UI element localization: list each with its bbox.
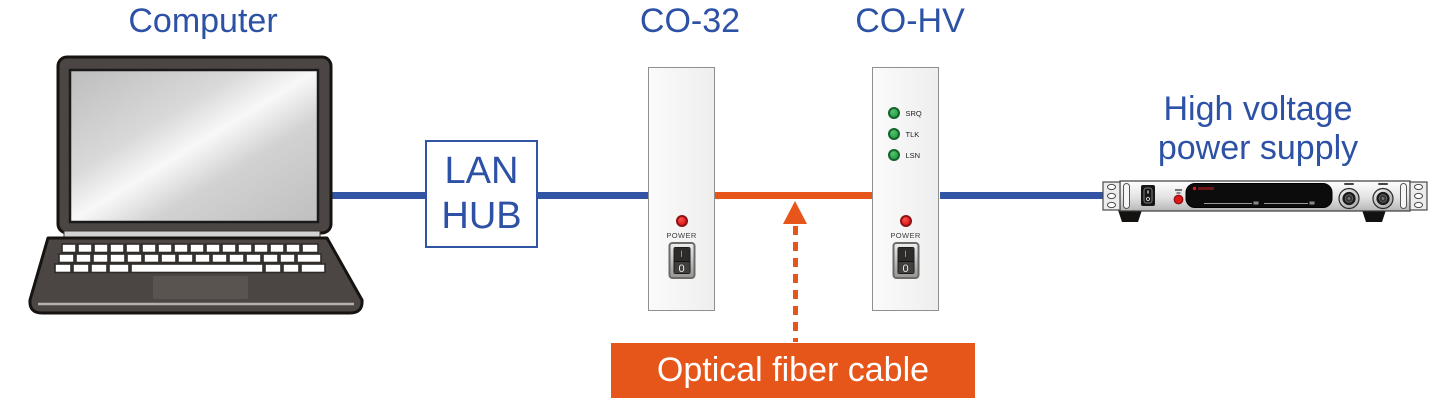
ps-right-foot	[1362, 210, 1386, 222]
cohv-led-row-tlk: TLK	[873, 128, 938, 140]
hv-power-supply-label: High voltage power supply	[1108, 90, 1408, 168]
ps-power-switch[interactable]	[1141, 185, 1155, 206]
lan-hub-label-line2: HUB	[441, 195, 522, 237]
optical-fiber-arrow-dashed-line	[793, 226, 798, 342]
lsn-led-icon	[887, 149, 900, 161]
cohv-power-label: POWER	[890, 231, 921, 240]
tlk-led-label: TLK	[905, 129, 920, 139]
lan-cable-computer-to-hub	[318, 192, 428, 199]
optical-fiber-cable-line	[714, 192, 874, 199]
ps-right-rack-ear	[1409, 181, 1428, 211]
laptop-touchpad	[153, 276, 248, 299]
ps-red-indicator-button[interactable]	[1173, 189, 1184, 205]
lan-hub-box: LAN HUB	[425, 140, 538, 248]
laptop-screen	[68, 68, 320, 224]
ps-brand-logo-text	[1198, 187, 1214, 190]
hv-power-supply-label-line1: High voltage	[1163, 90, 1353, 128]
co32-switch-off-marking: 0	[674, 262, 689, 273]
ps-left-handle	[1123, 183, 1130, 209]
laptop-keyboard	[54, 243, 326, 274]
hv-power-supply-illustration	[1100, 179, 1430, 223]
cohv-module-panel: SRQ TLK LSN POWER I 0	[872, 67, 939, 311]
tlk-led-icon	[887, 128, 900, 140]
ps-right-handle	[1400, 183, 1407, 209]
cable-cohv-to-power-supply	[940, 192, 1108, 199]
ps-left-foot	[1118, 210, 1142, 222]
cohv-power-led	[899, 215, 912, 227]
lsn-led-label: LSN	[905, 150, 921, 160]
srq-led-icon	[887, 107, 900, 119]
cohv-led-row-srq: SRQ	[873, 107, 938, 119]
co32-module-panel: POWER I 0	[648, 67, 715, 311]
co32-label: CO-32	[639, 2, 741, 40]
computer-illustration	[24, 52, 368, 318]
lan-hub-label-line1: LAN	[444, 150, 519, 192]
lan-cable-hub-to-co32	[538, 192, 652, 199]
cohv-switch-on-marking: I	[898, 248, 913, 262]
cohv-led-row-lsn: LSN	[873, 149, 938, 161]
ps-display-panel	[1185, 183, 1333, 208]
laptop-spacebar	[130, 263, 264, 274]
cohv-status-leds: SRQ TLK LSN	[873, 107, 938, 161]
ps-left-rack-ear	[1102, 181, 1121, 211]
optical-fiber-cable-caption: Optical fiber cable	[611, 343, 975, 398]
ps-hv-connector-2	[1372, 183, 1394, 210]
laptop-lid	[56, 55, 333, 235]
ps-hv-connector-1	[1338, 183, 1360, 210]
hv-power-supply-label-line2: power supply	[1157, 129, 1359, 167]
co32-power-label: POWER	[666, 231, 697, 240]
co32-power-switch[interactable]: I 0	[668, 242, 695, 279]
cohv-label: CO-HV	[855, 2, 965, 40]
cohv-switch-off-marking: 0	[898, 262, 913, 273]
optical-fiber-arrow-head-icon	[783, 201, 807, 224]
co32-switch-on-marking: I	[674, 248, 689, 262]
ps-brand-logo-dot	[1192, 186, 1197, 191]
computer-label: Computer	[128, 2, 278, 40]
srq-led-label: SRQ	[905, 108, 922, 118]
cohv-power-switch[interactable]: I 0	[892, 242, 919, 279]
co32-power-led	[675, 215, 688, 227]
